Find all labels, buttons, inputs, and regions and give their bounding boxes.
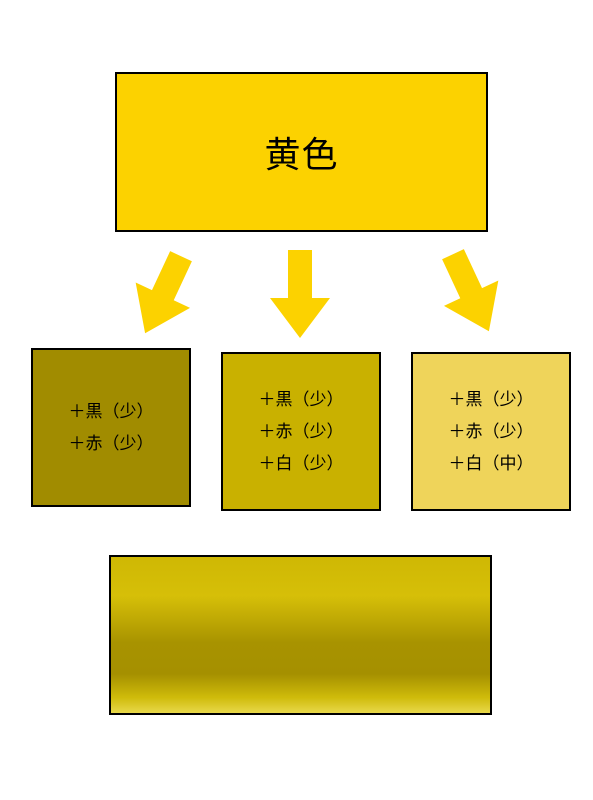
arrow-down-right-icon [442,249,499,332]
base-color-box: 黄色 [115,72,488,232]
swatch-light: ＋黒（少） ＋赤（少） ＋白（中） [411,352,571,511]
swatch-line: ＋黒（少） [448,389,534,410]
swatch-line: ＋赤（少） [258,421,344,442]
swatch-line: ＋白（少） [258,453,344,474]
swatch-line: ＋黒（少） [258,389,344,410]
swatch-line: ＋黒（少） [68,401,154,422]
swatch-line: ＋白（中） [448,453,534,474]
gradient-swatch [109,555,492,715]
swatch-line: ＋赤（少） [68,433,154,454]
swatch-dark: ＋黒（少） ＋赤（少） [31,348,191,507]
base-color-label: 黄色 [264,135,339,176]
swatch-mid: ＋黒（少） ＋赤（少） ＋白（少） [221,352,381,511]
arrow-down-icon [270,250,330,338]
arrow-down-left-icon [135,251,192,334]
swatch-line: ＋赤（少） [448,421,534,442]
